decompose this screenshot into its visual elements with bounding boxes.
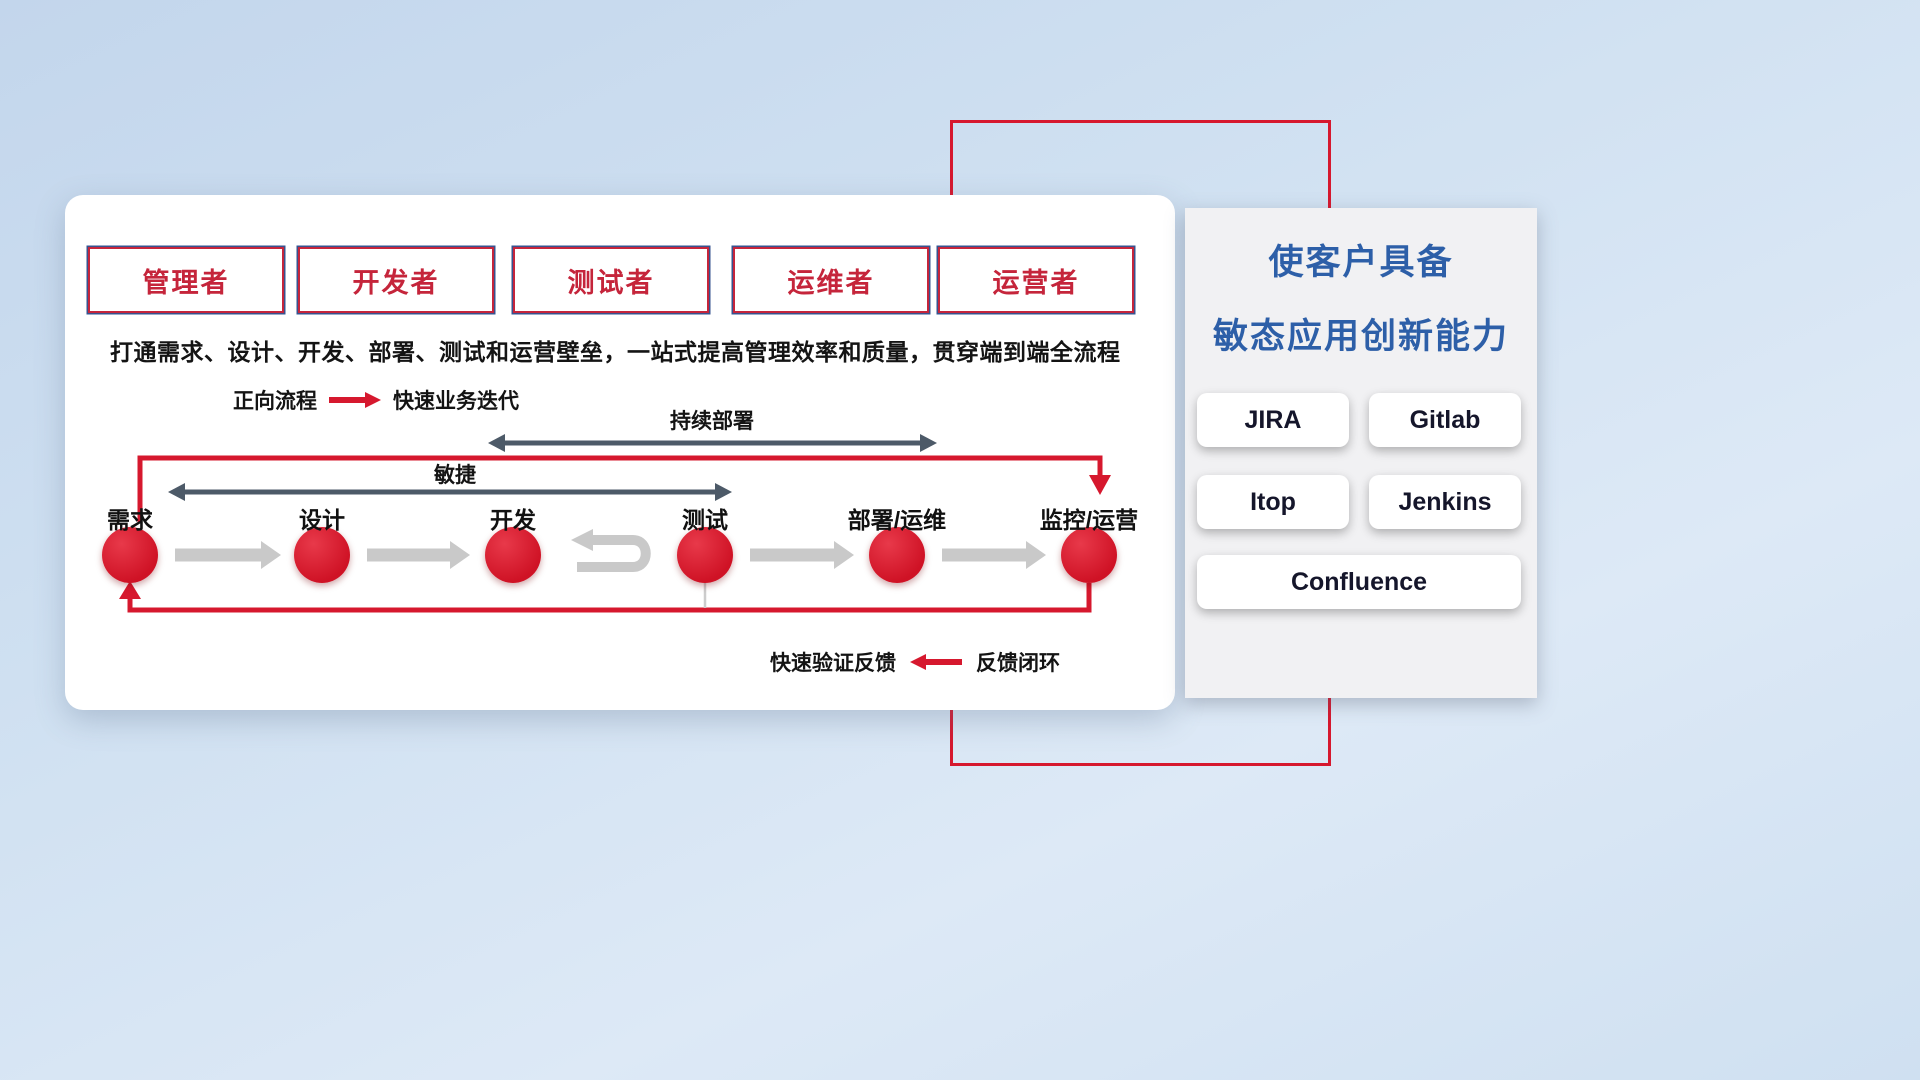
legend-feedback: 快速验证反馈 反馈闭环 [770, 647, 1060, 677]
cd-arrow-label: 持续部署 [670, 410, 754, 433]
role-box-ops: 运维者 [733, 247, 929, 313]
agile-arrow-label: 敏捷 [434, 464, 476, 487]
capability-panel: 使客户具备 敏态应用创新能力 JIRA Gitlab Itop Jenkins … [1185, 208, 1537, 698]
legend-feedback-label: 反馈闭环 [976, 652, 1060, 675]
role-label: 运营者 [992, 267, 1080, 298]
capability-title-line1: 使客户具备 [1268, 243, 1454, 282]
tool-chip-gitlab: Gitlab [1369, 393, 1521, 447]
process-description: 打通需求、设计、开发、部署、测试和运营壁垒，一站式提高管理效率和质量，贯穿端到端… [110, 339, 1121, 365]
legend-forward-label: 正向流程 [233, 390, 317, 413]
stage-label-design: 设计 [299, 507, 345, 533]
legend-feedback-desc: 快速验证反馈 [770, 652, 896, 675]
role-box-operator: 运营者 [938, 247, 1134, 313]
tool-chip-jenkins: Jenkins [1369, 475, 1521, 529]
stage-label-monitor: 监控/运营 [1039, 507, 1139, 533]
tool-chip-jira: JIRA [1197, 393, 1349, 447]
stage-circle-design [294, 527, 350, 583]
capability-title-line2: 敏态应用创新能力 [1212, 317, 1509, 356]
stage-circle-deploy-ops [869, 527, 925, 583]
forward-arrow-icon [329, 392, 381, 408]
stage-circle-develop [485, 527, 541, 583]
role-box-manager: 管理者 [88, 247, 284, 313]
flow-diagram-lines [119, 434, 1111, 613]
tool-chip-itop: Itop [1197, 475, 1349, 529]
role-label: 开发者 [352, 267, 440, 298]
stage-circle-test [677, 527, 733, 583]
process-panel: 管理者 开发者 测试者 运维者 运营者 打通需求、设计、开发、部署、测试和运营壁… [65, 195, 1175, 710]
stage-label-requirements: 需求 [107, 507, 153, 533]
role-label: 测试者 [567, 267, 655, 298]
stage-circle-monitor [1061, 527, 1117, 583]
role-label: 管理者 [142, 267, 230, 298]
stage-circle-requirements [102, 527, 158, 583]
role-box-developer: 开发者 [298, 247, 494, 313]
feedback-arrow-icon [910, 654, 962, 670]
tool-chip-confluence: Confluence [1197, 555, 1521, 609]
role-box-tester: 测试者 [513, 247, 709, 313]
stage-label-test: 测试 [682, 507, 728, 533]
legend-forward: 正向流程 快速业务迭代 [233, 385, 519, 415]
role-label: 运维者 [787, 267, 875, 298]
stage-label-develop: 开发 [490, 507, 536, 533]
stage-label-deploy-ops: 部署/运维 [847, 507, 947, 533]
legend-forward-desc: 快速业务迭代 [393, 390, 519, 413]
